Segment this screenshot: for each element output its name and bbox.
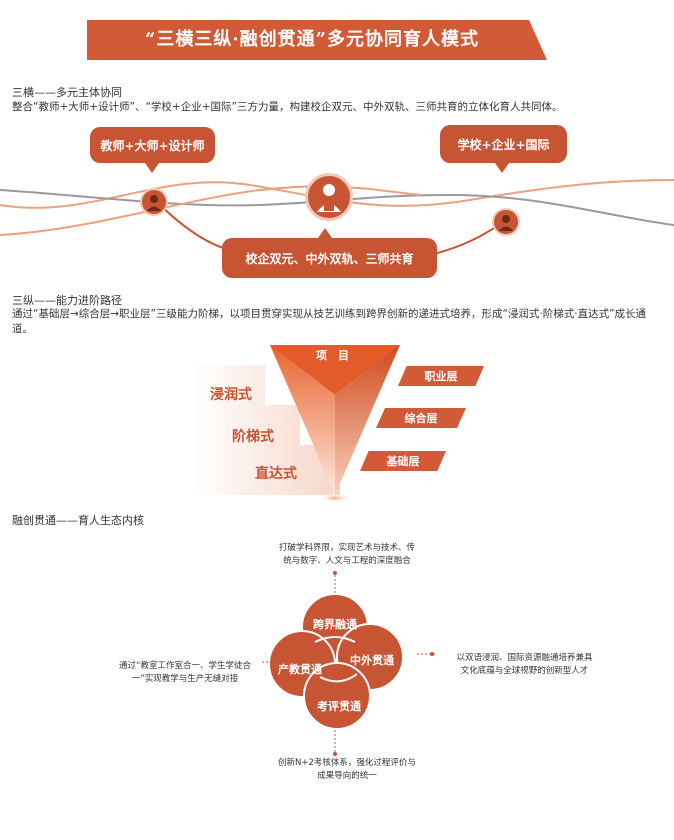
section2-desc: 通过“基础层→综合层→职业层”三级能力阶梯，以项目贯穿实现从技艺训练到跨界创新的… <box>12 308 647 335</box>
bubble-cooperation: 校企双元、中外双轨、三师共育 <box>222 238 437 278</box>
circle-industry: 产教贯通 <box>278 663 322 676</box>
circle-assessment: 考评贯通 <box>317 700 361 713</box>
annotation-line: 文化底蕴与全球视野的创新型人才 <box>460 666 589 676</box>
section3-heading: 融创贯通——育人生态内核 <box>12 514 144 527</box>
teacher-icon <box>305 173 353 221</box>
page-title: “三横三纵·融创贯通”多元协同育人模式 <box>145 29 479 50</box>
section2-heading: 三纵——能力进阶路径 <box>12 294 122 307</box>
annotation-line: 创新N+2考核体系，强化过程评价与 <box>278 758 416 768</box>
bubble-tail <box>145 163 159 173</box>
section1-heading: 三横——多元主体协同 <box>12 86 122 99</box>
annotation-left: 通过“教室工作室合一、学生学徒合 一”实现教学与生产无缝对接 <box>105 660 265 686</box>
level-comprehensive: 综合层 <box>376 408 466 428</box>
annotation-line: 统与数字、人文与工程的深度融合 <box>283 556 411 566</box>
inverted-pyramid <box>270 345 400 503</box>
circle-crossover: 跨界融通 <box>313 618 357 631</box>
stair-label-3: 直达式 <box>255 466 297 482</box>
level-foundation: 基础层 <box>360 451 446 471</box>
section1-desc: 整合“教师+大师+设计师”、“学校+企业+国际”三方力量，构建校企双元、中外双轨… <box>12 101 563 113</box>
bubble-teachers: 教师+大师+设计师 <box>90 127 215 163</box>
person-icon <box>140 188 168 216</box>
stair-label-2: 阶梯式 <box>232 429 274 445</box>
banner-shape <box>87 20 547 60</box>
pyramid-top-label: 项 目 <box>316 349 349 362</box>
circles-group <box>268 593 404 730</box>
annotation-line: 一”实现教学与生产无缝对接 <box>131 674 239 684</box>
title-banner: “三横三纵·融创贯通”多元协同育人模式 <box>87 20 547 60</box>
stairs-shape <box>190 365 340 495</box>
bubble-tail <box>318 228 332 238</box>
bubble-tail <box>495 163 509 173</box>
annotation-top: 打破学科界限，实现艺术与技术、传 统与数字、人文与工程的深度融合 <box>262 542 432 568</box>
annotation-line: 通过“教室工作室合一、学生学徒合 <box>119 661 251 671</box>
stair-label-1: 浸润式 <box>210 387 252 403</box>
annotation-line: 以双语浸润、国际资源融通培养兼具 <box>456 653 593 663</box>
circle-international: 中外贯通 <box>350 654 394 667</box>
annotation-bottom: 创新N+2考核体系，强化过程评价与 成果导向的统一 <box>262 757 432 783</box>
bubble-schools: 学校+企业+国际 <box>440 125 567 163</box>
annotation-line: 打破学科界限，实现艺术与技术、传 <box>278 543 415 553</box>
level-career: 职业层 <box>398 366 484 386</box>
annotation-right: 以双语浸润、国际资源融通培养兼具 文化底蕴与全球视野的创新型人才 <box>437 652 612 678</box>
annotation-line: 成果导向的统一 <box>317 771 377 781</box>
person-icon <box>492 208 520 236</box>
